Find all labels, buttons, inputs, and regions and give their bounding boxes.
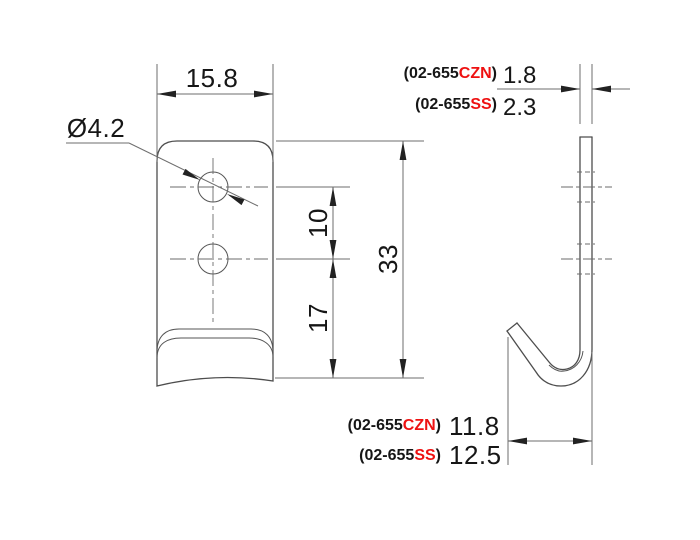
leader-arrowhead-near bbox=[182, 168, 200, 180]
arrowhead-up bbox=[329, 259, 337, 278]
hook-curl-edge-outer bbox=[156, 328, 274, 353]
bend-tangent-edge bbox=[548, 350, 584, 372]
hook-depth-dimension: (02-655CZN) 11.8 (02-655SS) 12.5 bbox=[348, 337, 593, 470]
thickness-ss-value: 2.3 bbox=[503, 94, 536, 121]
vertical-dimensions: 10 17 33 bbox=[275, 140, 424, 379]
hole-diameter-callout: Ø4.2 bbox=[66, 113, 259, 207]
arrowhead-right bbox=[573, 437, 592, 445]
thickness-dimension: (02-655CZN) 1.8 (02-655SS) 2.3 bbox=[404, 62, 630, 124]
side-inner-surface bbox=[516, 136, 581, 371]
arrowhead-up bbox=[399, 141, 407, 160]
height-value: 33 bbox=[373, 244, 403, 274]
thickness-czn-label: (02-655CZN) bbox=[404, 65, 497, 82]
arrowhead-down bbox=[399, 359, 407, 378]
hook-depth-czn-value: 11.8 bbox=[449, 411, 500, 441]
side-view bbox=[506, 136, 612, 387]
arrowhead-left bbox=[508, 437, 527, 445]
front-view bbox=[156, 140, 274, 387]
thickness-ss-label: (02-655SS) bbox=[415, 96, 497, 113]
thickness-czn-value: 1.8 bbox=[503, 62, 536, 89]
hole-diameter-value: Ø4.2 bbox=[67, 113, 125, 143]
hole-spacing-value: 10 bbox=[303, 208, 333, 238]
hook-depth-ss-value: 12.5 bbox=[449, 440, 502, 470]
arrowhead-down bbox=[329, 240, 337, 259]
arrowhead-down bbox=[329, 359, 337, 378]
width-value: 15.8 bbox=[186, 63, 239, 93]
arrowhead-up bbox=[329, 187, 337, 206]
leader-line bbox=[128, 142, 259, 207]
arrowhead-left bbox=[592, 85, 611, 93]
arrowhead-right bbox=[561, 85, 580, 93]
width-dimension: 15.8 bbox=[156, 63, 274, 162]
leader-arrowhead-far bbox=[227, 194, 245, 206]
hook-depth-ss-label: (02-655SS) bbox=[359, 447, 441, 464]
hook-curl-edge-inner bbox=[156, 337, 274, 359]
front-view-outline bbox=[156, 140, 274, 387]
hook-tip-end-face bbox=[506, 322, 518, 332]
arrowhead-left bbox=[157, 90, 176, 98]
arrowhead-right bbox=[254, 90, 273, 98]
side-outer-surface bbox=[506, 136, 593, 387]
hook-depth-czn-label: (02-655CZN) bbox=[348, 417, 441, 434]
hole-to-bottom-value: 17 bbox=[303, 303, 333, 333]
